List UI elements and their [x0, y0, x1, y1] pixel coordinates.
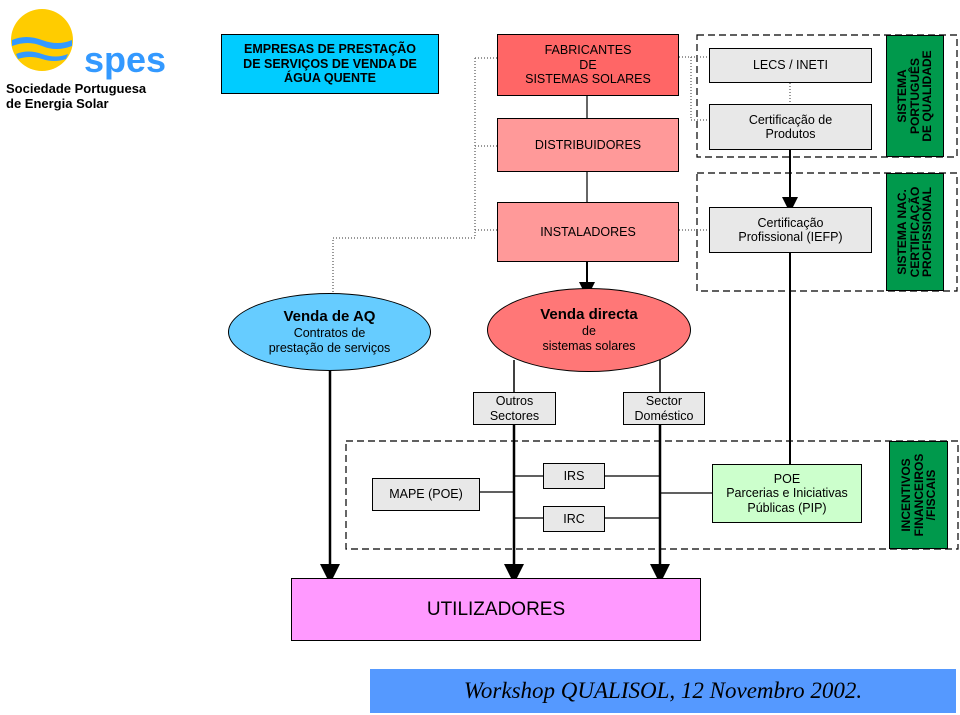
instaladores-box: INSTALADORES [497, 202, 679, 262]
logo-org-line1: Sociedade Portuguesa [6, 81, 147, 96]
dashed-region-professional [696, 172, 958, 292]
mape-box: MAPE (POE) [372, 478, 480, 511]
incentivos-label: INCENTIVOS FINANCEIROS /FISCAIS [898, 453, 938, 537]
cert-produtos-box: Certificação de Produtos [709, 104, 872, 150]
spes-logo: spes Sociedade Portuguesa de Energia Sol… [2, 2, 166, 111]
venda-directa-title: Venda directa [540, 306, 638, 323]
incentivos-box: INCENTIVOS FINANCEIROS /FISCAIS [889, 441, 948, 549]
fabricantes-box: FABRICANTES DE SISTEMAS SOLARES [497, 34, 679, 96]
footer-banner: Workshop QUALISOL, 12 Novembro 2002. [370, 669, 956, 713]
logo-org-line2: de Energia Solar [6, 96, 109, 111]
venda-directa-line2: sistemas solares [542, 339, 636, 353]
cert-profissional-box: Certificação Profissional (IEFP) [709, 207, 872, 253]
dashed-region-quality [696, 34, 958, 158]
sistema-qualidade-box: SISTEMA PORTUGUÊS DE QUALIDADE [886, 35, 944, 157]
distribuidores-box: DISTRIBUIDORES [497, 118, 679, 172]
dashed-region-incentives [345, 440, 959, 550]
irc-box: IRC [543, 506, 605, 532]
outros-sectores-box: Outros Sectores [473, 392, 556, 425]
logo-brand: spes [84, 39, 167, 80]
venda-aq-line2: prestação de serviços [268, 341, 391, 355]
venda-aq-line1: Contratos de [293, 326, 366, 340]
sun-icon [11, 9, 73, 71]
venda-aq-ellipse: Venda de AQ Contratos de prestação de se… [228, 293, 431, 371]
sistema-cert-label: SISTEMA NAC. CERTIFICAÇÃO PROFISSIONAL [895, 186, 935, 278]
venda-directa-ellipse: Venda directa de sistemas solares [487, 288, 691, 372]
sistema-qualidade-label: SISTEMA PORTUGUÊS DE QUALIDADE [895, 50, 935, 142]
sistema-cert-box: SISTEMA NAC. CERTIFICAÇÃO PROFISSIONAL [886, 173, 944, 291]
venda-aq-title: Venda de AQ [283, 308, 376, 325]
lecs-box: LECS / INETI [709, 48, 872, 83]
utilizadores-box: UTILIZADORES [291, 578, 701, 641]
irs-box: IRS [543, 463, 605, 489]
empresas-box: EMPRESAS DE PRESTAÇÃO DE SERVIÇOS DE VEN… [221, 34, 439, 94]
sector-domestico-box: Sector Doméstico [623, 392, 705, 425]
poe-box: POE Parcerias e Iniciativas Públicas (PI… [712, 464, 862, 523]
venda-directa-line1: de [582, 324, 596, 338]
footer-text: Workshop QUALISOL, 12 Novembro 2002. [463, 678, 863, 703]
